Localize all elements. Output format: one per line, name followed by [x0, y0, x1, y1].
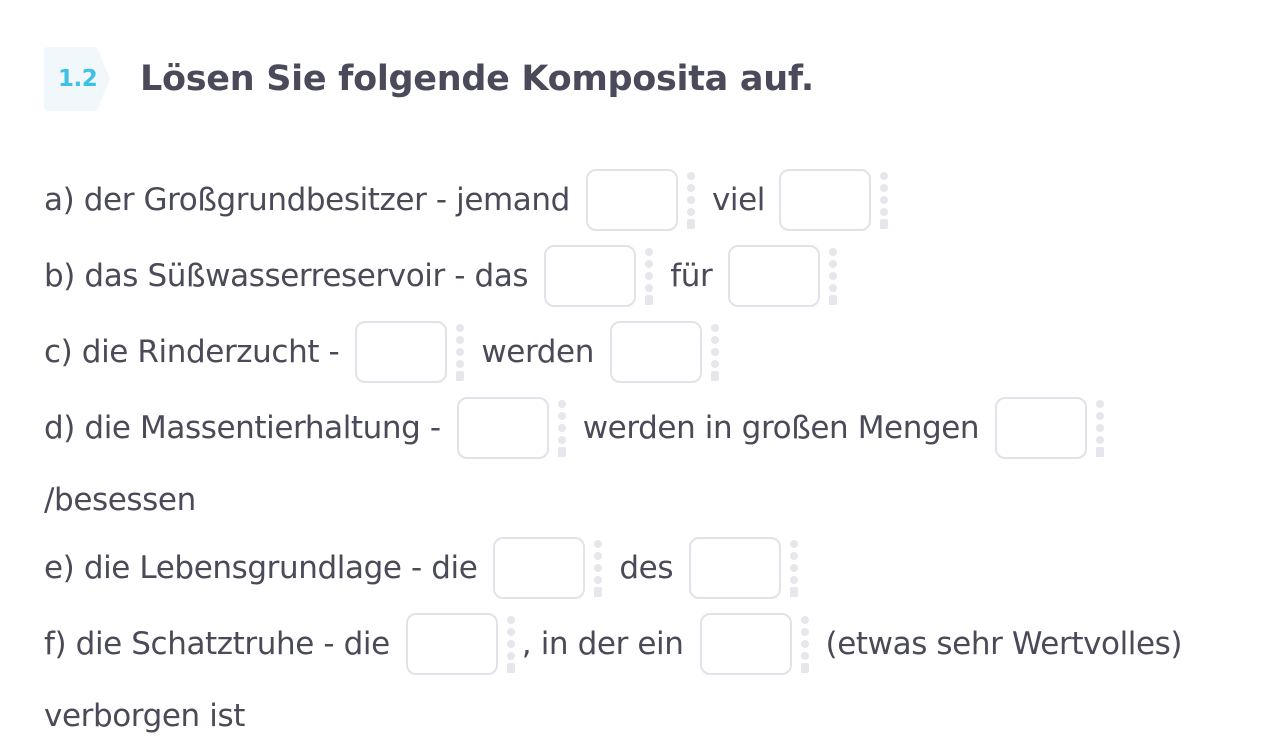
- drag-handle-icon[interactable]: [684, 169, 698, 231]
- exercise-title: Lösen Sie folgende Komposita auf.: [140, 59, 814, 99]
- gap-e-2: [689, 537, 801, 599]
- drag-handle-icon[interactable]: [877, 169, 891, 231]
- line-d: d) die Massentierhaltung - werden in gro…: [44, 396, 1121, 460]
- line-e: e) die Lebensgrundlage - die des: [44, 536, 815, 600]
- gap-a-2: [778, 169, 891, 231]
- line-c-text-2: werden: [481, 334, 594, 370]
- line-b-text-2: für: [670, 258, 713, 294]
- gap-b-2: [728, 245, 840, 307]
- gap-b-2-input[interactable]: [728, 245, 821, 307]
- line-f-text-1: f) die Schatztruhe - die: [44, 626, 390, 662]
- gap-d-2-input[interactable]: [995, 397, 1088, 459]
- gap-c-1: [355, 321, 467, 383]
- line-e-text-2: des: [619, 550, 674, 586]
- gap-d-1-input[interactable]: [456, 397, 549, 459]
- line-c-text-1: c) die Rinderzucht -: [44, 334, 340, 370]
- line-f-continued: verborgen ist: [44, 684, 245, 748]
- gap-c-1-input[interactable]: [355, 321, 448, 383]
- line-d-continued: /besessen: [44, 468, 196, 532]
- drag-handle-icon[interactable]: [555, 397, 569, 459]
- drag-handle-icon[interactable]: [642, 245, 656, 307]
- gap-a-2-input[interactable]: [778, 169, 871, 231]
- line-d-text-1: d) die Massentierhaltung -: [44, 410, 441, 446]
- gap-a-1-input[interactable]: [585, 169, 678, 231]
- line-c: c) die Rinderzucht - werden: [44, 320, 736, 384]
- drag-handle-icon[interactable]: [1093, 397, 1107, 459]
- gap-e-2-input[interactable]: [689, 537, 782, 599]
- line-f-text-3: (etwas sehr Wertvolles): [825, 626, 1183, 662]
- gap-f-2: [699, 613, 812, 675]
- gap-f-1: [405, 613, 518, 675]
- gap-d-1: [456, 397, 569, 459]
- gap-e-1-input[interactable]: [493, 537, 586, 599]
- line-b-text-1: b) das Süßwasserreservoir - das: [44, 258, 529, 294]
- drag-handle-icon[interactable]: [798, 613, 812, 675]
- gap-b-1: [544, 245, 656, 307]
- line-f: f) die Schatztruhe - die , in der ein (e…: [44, 612, 1183, 676]
- line-d-text-continued: /besessen: [44, 482, 196, 518]
- gap-c-2: [609, 321, 722, 383]
- line-a-text-1: a) der Großgrundbesitzer - jemand: [44, 182, 570, 218]
- drag-handle-icon[interactable]: [504, 613, 518, 675]
- gap-d-2: [995, 397, 1107, 459]
- line-a-text-2: viel: [711, 182, 765, 218]
- exercise-number-badge: 1.2: [44, 47, 110, 111]
- line-a: a) der Großgrundbesitzer - jemand viel: [44, 168, 905, 232]
- drag-handle-icon[interactable]: [708, 321, 722, 383]
- gap-a-1: [585, 169, 698, 231]
- line-f-text-2: , in der ein: [521, 626, 684, 662]
- line-d-text-2: werden in großen Mengen: [582, 410, 980, 446]
- gap-c-2-input[interactable]: [609, 321, 702, 383]
- exercise-header: 1.2 Lösen Sie folgende Komposita auf.: [44, 47, 814, 111]
- line-f-text-continued: verborgen ist: [44, 698, 245, 734]
- exercise-number: 1.2: [58, 66, 98, 92]
- gap-f-1-input[interactable]: [405, 613, 498, 675]
- gap-b-1-input[interactable]: [544, 245, 637, 307]
- drag-handle-icon[interactable]: [826, 245, 840, 307]
- drag-handle-icon[interactable]: [591, 537, 605, 599]
- gap-e-1: [493, 537, 605, 599]
- drag-handle-icon[interactable]: [787, 537, 801, 599]
- gap-f-2-input[interactable]: [699, 613, 792, 675]
- line-e-text-1: e) die Lebensgrundlage - die: [44, 550, 478, 586]
- drag-handle-icon[interactable]: [453, 321, 467, 383]
- line-b: b) das Süßwasserreservoir - das für: [44, 244, 854, 308]
